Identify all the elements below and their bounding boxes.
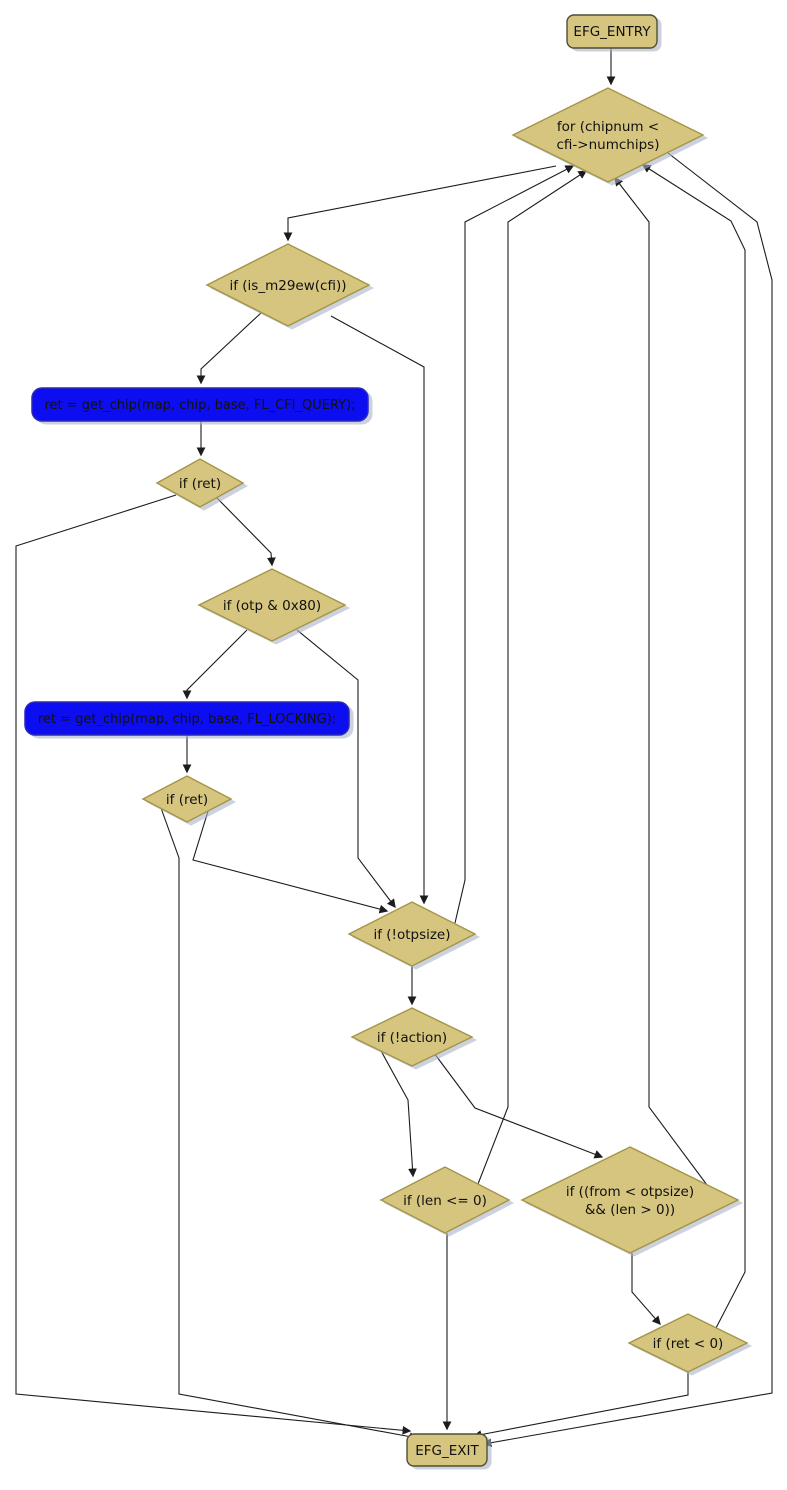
decision-if-otpsize: if (!otpsize) (347, 901, 481, 970)
code-get-chip-locking-label: ret = get_chip(map, chip, base, FL_LOCKI… (38, 712, 336, 727)
decision-if-ret-neg-label: if (ret < 0) (653, 1336, 724, 1352)
edge-retneg-true-to-exit (472, 1372, 689, 1439)
code-get-chip-query: ret = get_chip(map, chip, base, FL_CFI_Q… (31, 387, 373, 425)
decision-if-ret-1-label: if (ret) (179, 476, 221, 492)
decision-if-len: if (len <= 0) (379, 1166, 515, 1237)
decision-for-chipnum-line2: cfi->numchips) (557, 137, 660, 153)
decision-if-len-label: if (len <= 0) (403, 1193, 487, 1209)
edge-action-true-to-len (379, 1048, 417, 1178)
edge-otp-true-to-get-chip-locking (182, 629, 248, 700)
node-efg-exit-label: EFG_EXIT (415, 1443, 479, 1459)
edge-ret2-false-to-otpsize (192, 807, 389, 914)
edge-ret1-true-to-exit (15, 494, 412, 1435)
edge-for-false-to-exit (482, 152, 773, 1448)
decision-if-ret-2: if (ret) (141, 775, 237, 826)
edge-ret1-false-to-otp (215, 496, 276, 567)
edge-from-true-to-retneg (631, 1253, 661, 1325)
decision-if-from-otpsize: if ((from < otpsize) && (len > 0)) (520, 1146, 744, 1257)
edge-len-false-to-for (477, 170, 588, 1185)
node-efg-entry: EFG_ENTRY (566, 14, 662, 52)
decision-is-m29ew-label: if (is_m29ew(cfi)) (230, 278, 347, 294)
edge-ret2-true-to-exit (160, 807, 419, 1441)
edge-otp-false-to-otpsize (296, 629, 396, 909)
edge-retneg-false-to-for (641, 164, 746, 1329)
decision-if-action: if (!action) (350, 1007, 478, 1070)
decision-if-action-label: if (!action) (377, 1030, 447, 1046)
edge-for-true-to-is-m29ew (283, 165, 557, 242)
decision-for-chipnum: for (chipnum < cfi->numchips) (511, 87, 709, 186)
decision-if-ret-neg: if (ret < 0) (627, 1313, 753, 1376)
edge-action-false-to-from (433, 1052, 604, 1159)
decision-is-m29ew: if (is_m29ew(cfi)) (205, 243, 375, 330)
decision-if-from-otpsize-line1: if ((from < otpsize) (566, 1184, 694, 1200)
node-efg-entry-label: EFG_ENTRY (573, 24, 651, 40)
edges (15, 48, 773, 1448)
code-get-chip-query-label: ret = get_chip(map, chip, base, FL_CFI_Q… (44, 398, 355, 413)
code-get-chip-locking: ret = get_chip(map, chip, base, FL_LOCKI… (24, 701, 354, 739)
edge-otpsize-true-to-for (454, 165, 575, 924)
decision-if-ret-2-label: if (ret) (166, 792, 208, 808)
decision-if-otp: if (otp & 0x80) (197, 568, 351, 645)
node-efg-exit: EFG_EXIT (406, 1433, 492, 1470)
edge-m29ew-false-to-otpsize (330, 315, 429, 905)
decision-for-chipnum-line1: for (chipnum < (557, 119, 659, 135)
decision-if-otp-label: if (otp & 0x80) (223, 598, 321, 614)
decision-if-otpsize-label: if (!otpsize) (373, 927, 450, 943)
edge-from-false-to-for (614, 176, 708, 1186)
decision-if-ret-1: if (ret) (155, 458, 249, 511)
edge-m29ew-true-to-get-chip-query (196, 311, 263, 385)
decision-if-from-otpsize-line2: && (len > 0)) (585, 1202, 675, 1218)
